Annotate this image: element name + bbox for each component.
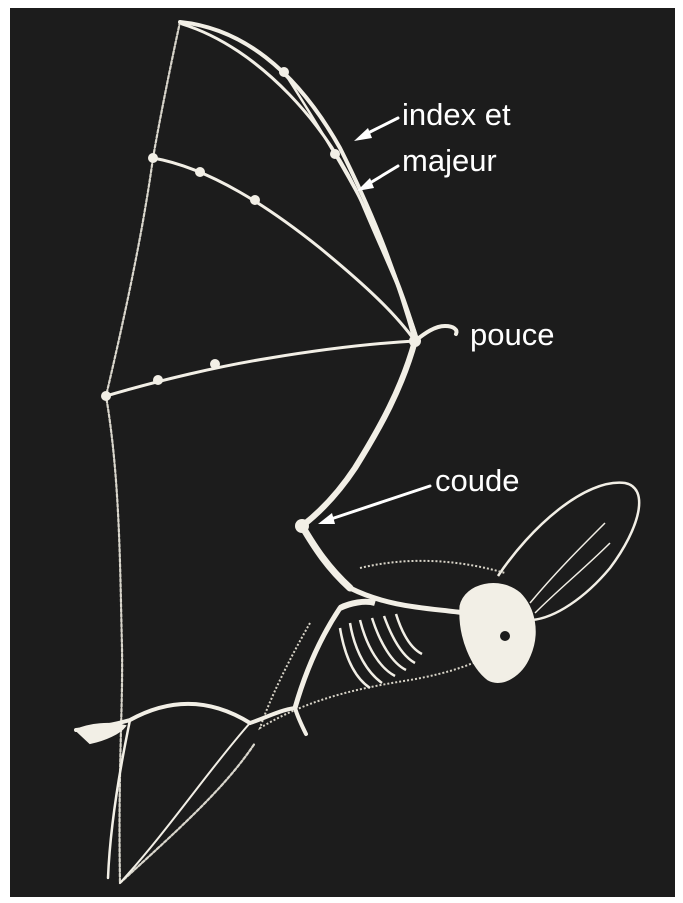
label-index-et: index et	[402, 98, 511, 132]
arrow-index	[354, 118, 398, 141]
label-arrows	[318, 118, 430, 524]
label-majeur: majeur	[402, 144, 497, 178]
label-coude: coude	[435, 464, 519, 498]
bat-skeleton-diagram: index et majeur pouce coude	[10, 8, 675, 897]
label-pouce: pouce	[470, 318, 554, 352]
joint-dots	[101, 67, 421, 533]
arrow-majeur	[357, 166, 398, 191]
skull	[460, 584, 535, 683]
ribcage	[340, 588, 465, 688]
bat-skeleton-drawing	[10, 8, 675, 897]
hind-limb	[76, 608, 340, 883]
wing-membrane-outline	[106, 22, 255, 883]
